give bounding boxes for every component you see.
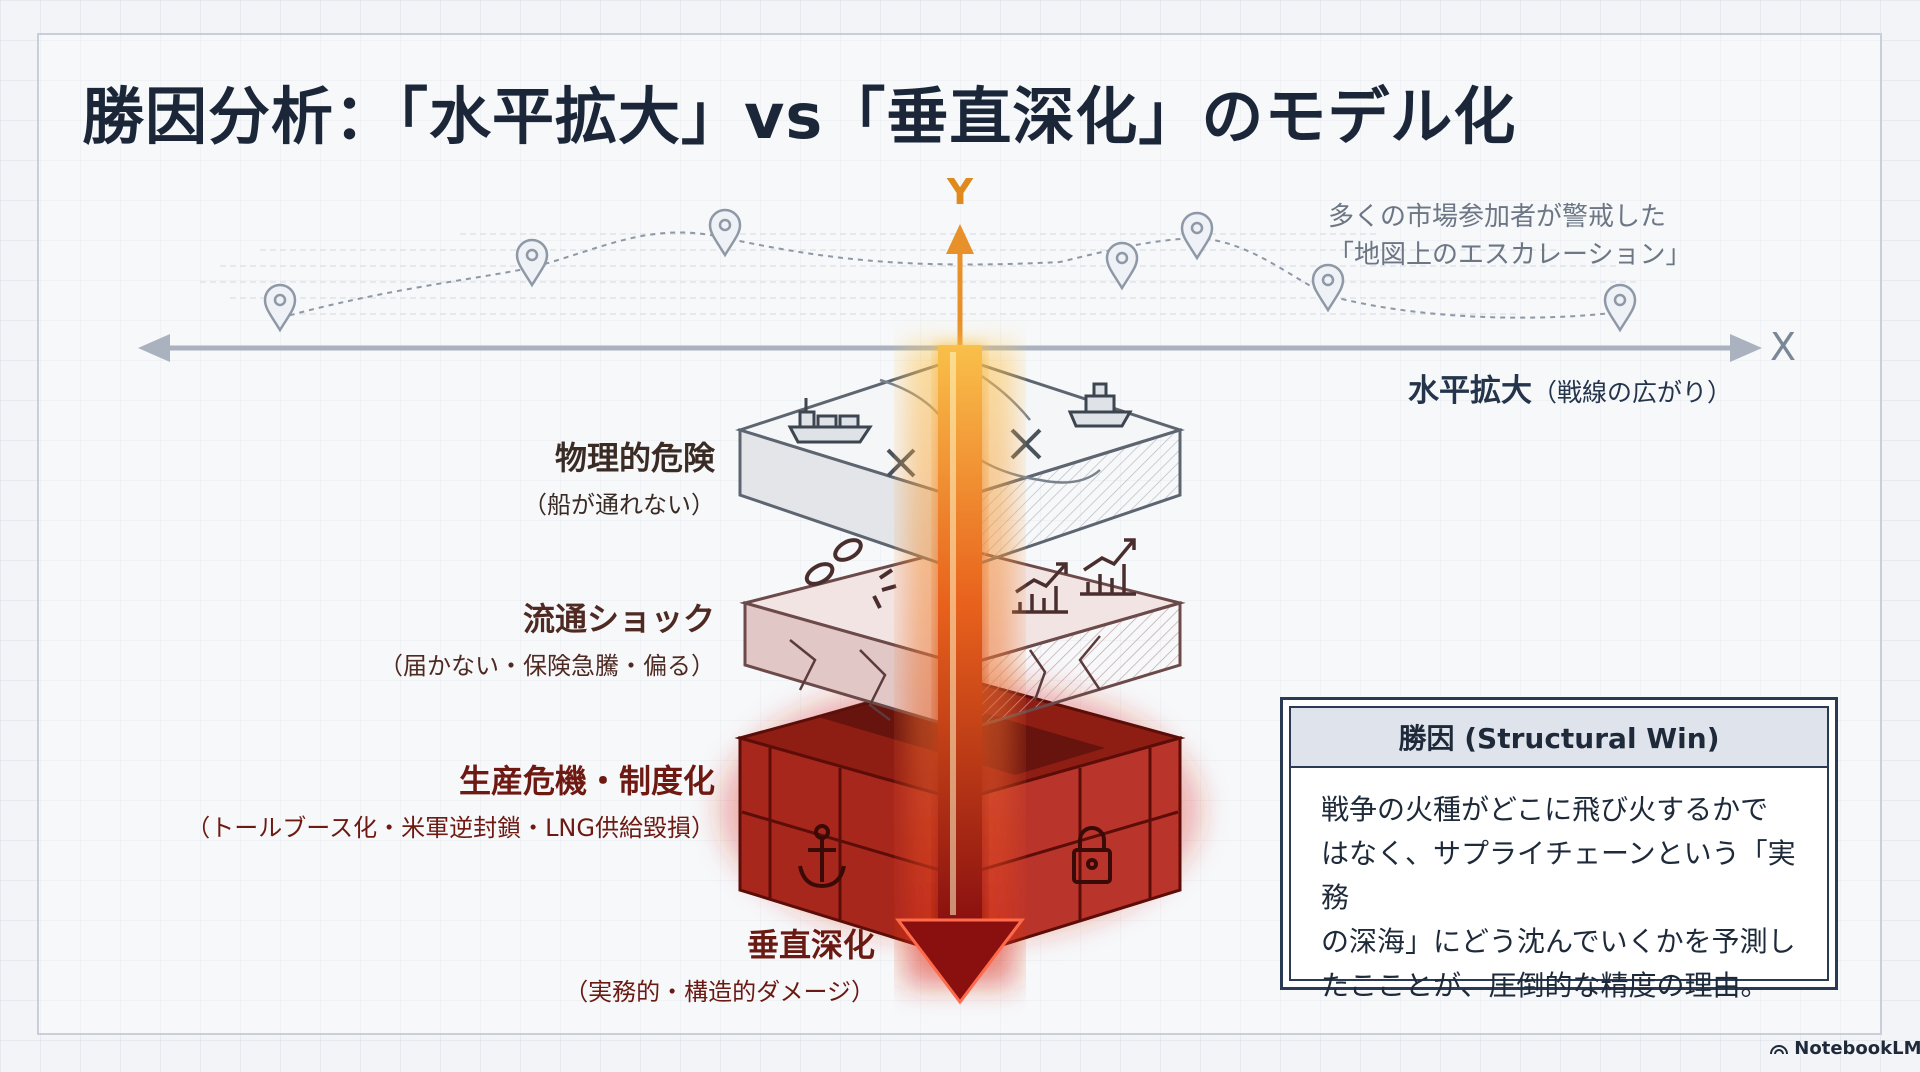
layer-title: 生産危機・制度化 bbox=[458, 762, 715, 800]
map-note-line2: 「地図上のエスカレーション」 bbox=[1328, 240, 1692, 270]
layer-label-distribution: 流通ショック （届かない・保険急騰・偏る） bbox=[379, 594, 715, 681]
win-box-inner: 勝因 (Structural Win) 戦争の火種がどこに飛び火するかで はなく… bbox=[1289, 706, 1829, 1002]
map-pins bbox=[263, 208, 1637, 333]
brand-watermark: NotebookLM bbox=[1770, 1038, 1920, 1059]
map-pin-icon bbox=[515, 238, 549, 288]
map-pin-icon bbox=[1180, 211, 1214, 261]
map-escalation-note: 多くの市場参加者が警戒した 「地図上のエスカレーション」 bbox=[1328, 198, 1691, 274]
layer-subtitle: （船が通れない） bbox=[523, 491, 715, 519]
layer-subtitle: （届かない・保険急騰・偏る） bbox=[379, 652, 715, 680]
broken-chain-icon bbox=[804, 538, 897, 609]
layer-title: 物理的危険 bbox=[554, 439, 715, 477]
layer-label-vertical: 垂直深化 （実務的・構造的ダメージ） bbox=[564, 920, 875, 1007]
x-axis-caption: 水平拡大（戦線の広がり） bbox=[1408, 365, 1732, 410]
map-pin-icon bbox=[708, 208, 742, 258]
vertical-deepening-arrow bbox=[894, 345, 1026, 1005]
layer-label-physical: 物理的危険 （船が通れない） bbox=[523, 433, 715, 520]
win-box-body: 戦争の火種がどこに飛び火するかで はなく、サプライチェーンという「実務 の深海」… bbox=[1291, 768, 1827, 1008]
win-box-line: はなく、サプライチェーンという「実務 bbox=[1321, 837, 1796, 914]
structural-win-box: 勝因 (Structural Win) 戦争の火種がどこに飛び火するかで はなく… bbox=[1280, 697, 1838, 1002]
world-map-background bbox=[200, 233, 1640, 315]
map-pin-icon bbox=[263, 283, 297, 333]
padlock-icon bbox=[1072, 826, 1112, 884]
map-pin-icon bbox=[1105, 241, 1139, 291]
notebooklm-logo-icon bbox=[1770, 1045, 1788, 1055]
brand-name: NotebookLM bbox=[1794, 1038, 1920, 1059]
y-axis-label: Y bbox=[947, 172, 974, 213]
layer-label-production: 生産危機・制度化 （トールブース化・米軍逆封鎖・LNG供給毀損） bbox=[186, 756, 715, 843]
layer-title: 垂直深化 bbox=[746, 926, 875, 964]
win-box-line: 戦争の火種がどこに飛び火するかで bbox=[1321, 793, 1769, 826]
layer-title: 流通ショック bbox=[522, 600, 715, 638]
cargo-ship-icon bbox=[1067, 382, 1133, 428]
map-pin-icon bbox=[1603, 283, 1637, 333]
x-caption-main: 水平拡大 bbox=[1408, 373, 1532, 409]
rising-chart-icon bbox=[1080, 538, 1136, 596]
win-box-header: 勝因 (Structural Win) bbox=[1291, 708, 1827, 768]
layer-subtitle: （実務的・構造的ダメージ） bbox=[564, 978, 875, 1006]
cargo-ship-icon bbox=[787, 398, 873, 444]
map-note-line1: 多くの市場参加者が警戒した bbox=[1328, 202, 1667, 232]
x-axis-label: X bbox=[1770, 325, 1797, 369]
cross-mark-icon bbox=[1010, 428, 1042, 460]
anchor-icon bbox=[798, 824, 846, 889]
page-title: 勝因分析：「水平拡大」vs「垂直深化」のモデル化 bbox=[82, 80, 1517, 153]
win-box-line: の深海」にどう沈んでいくかを予測し bbox=[1321, 925, 1796, 958]
map-pin-icon bbox=[1311, 263, 1345, 313]
layer-subtitle: （トールブース化・米軍逆封鎖・LNG供給毀損） bbox=[186, 814, 715, 842]
win-box-line: たこことが、圧倒的な精度の理由。 bbox=[1321, 969, 1769, 1002]
rising-chart-icon bbox=[1012, 562, 1068, 614]
y-axis bbox=[946, 224, 974, 345]
x-caption-sub: （戦線の広がり） bbox=[1532, 378, 1733, 407]
